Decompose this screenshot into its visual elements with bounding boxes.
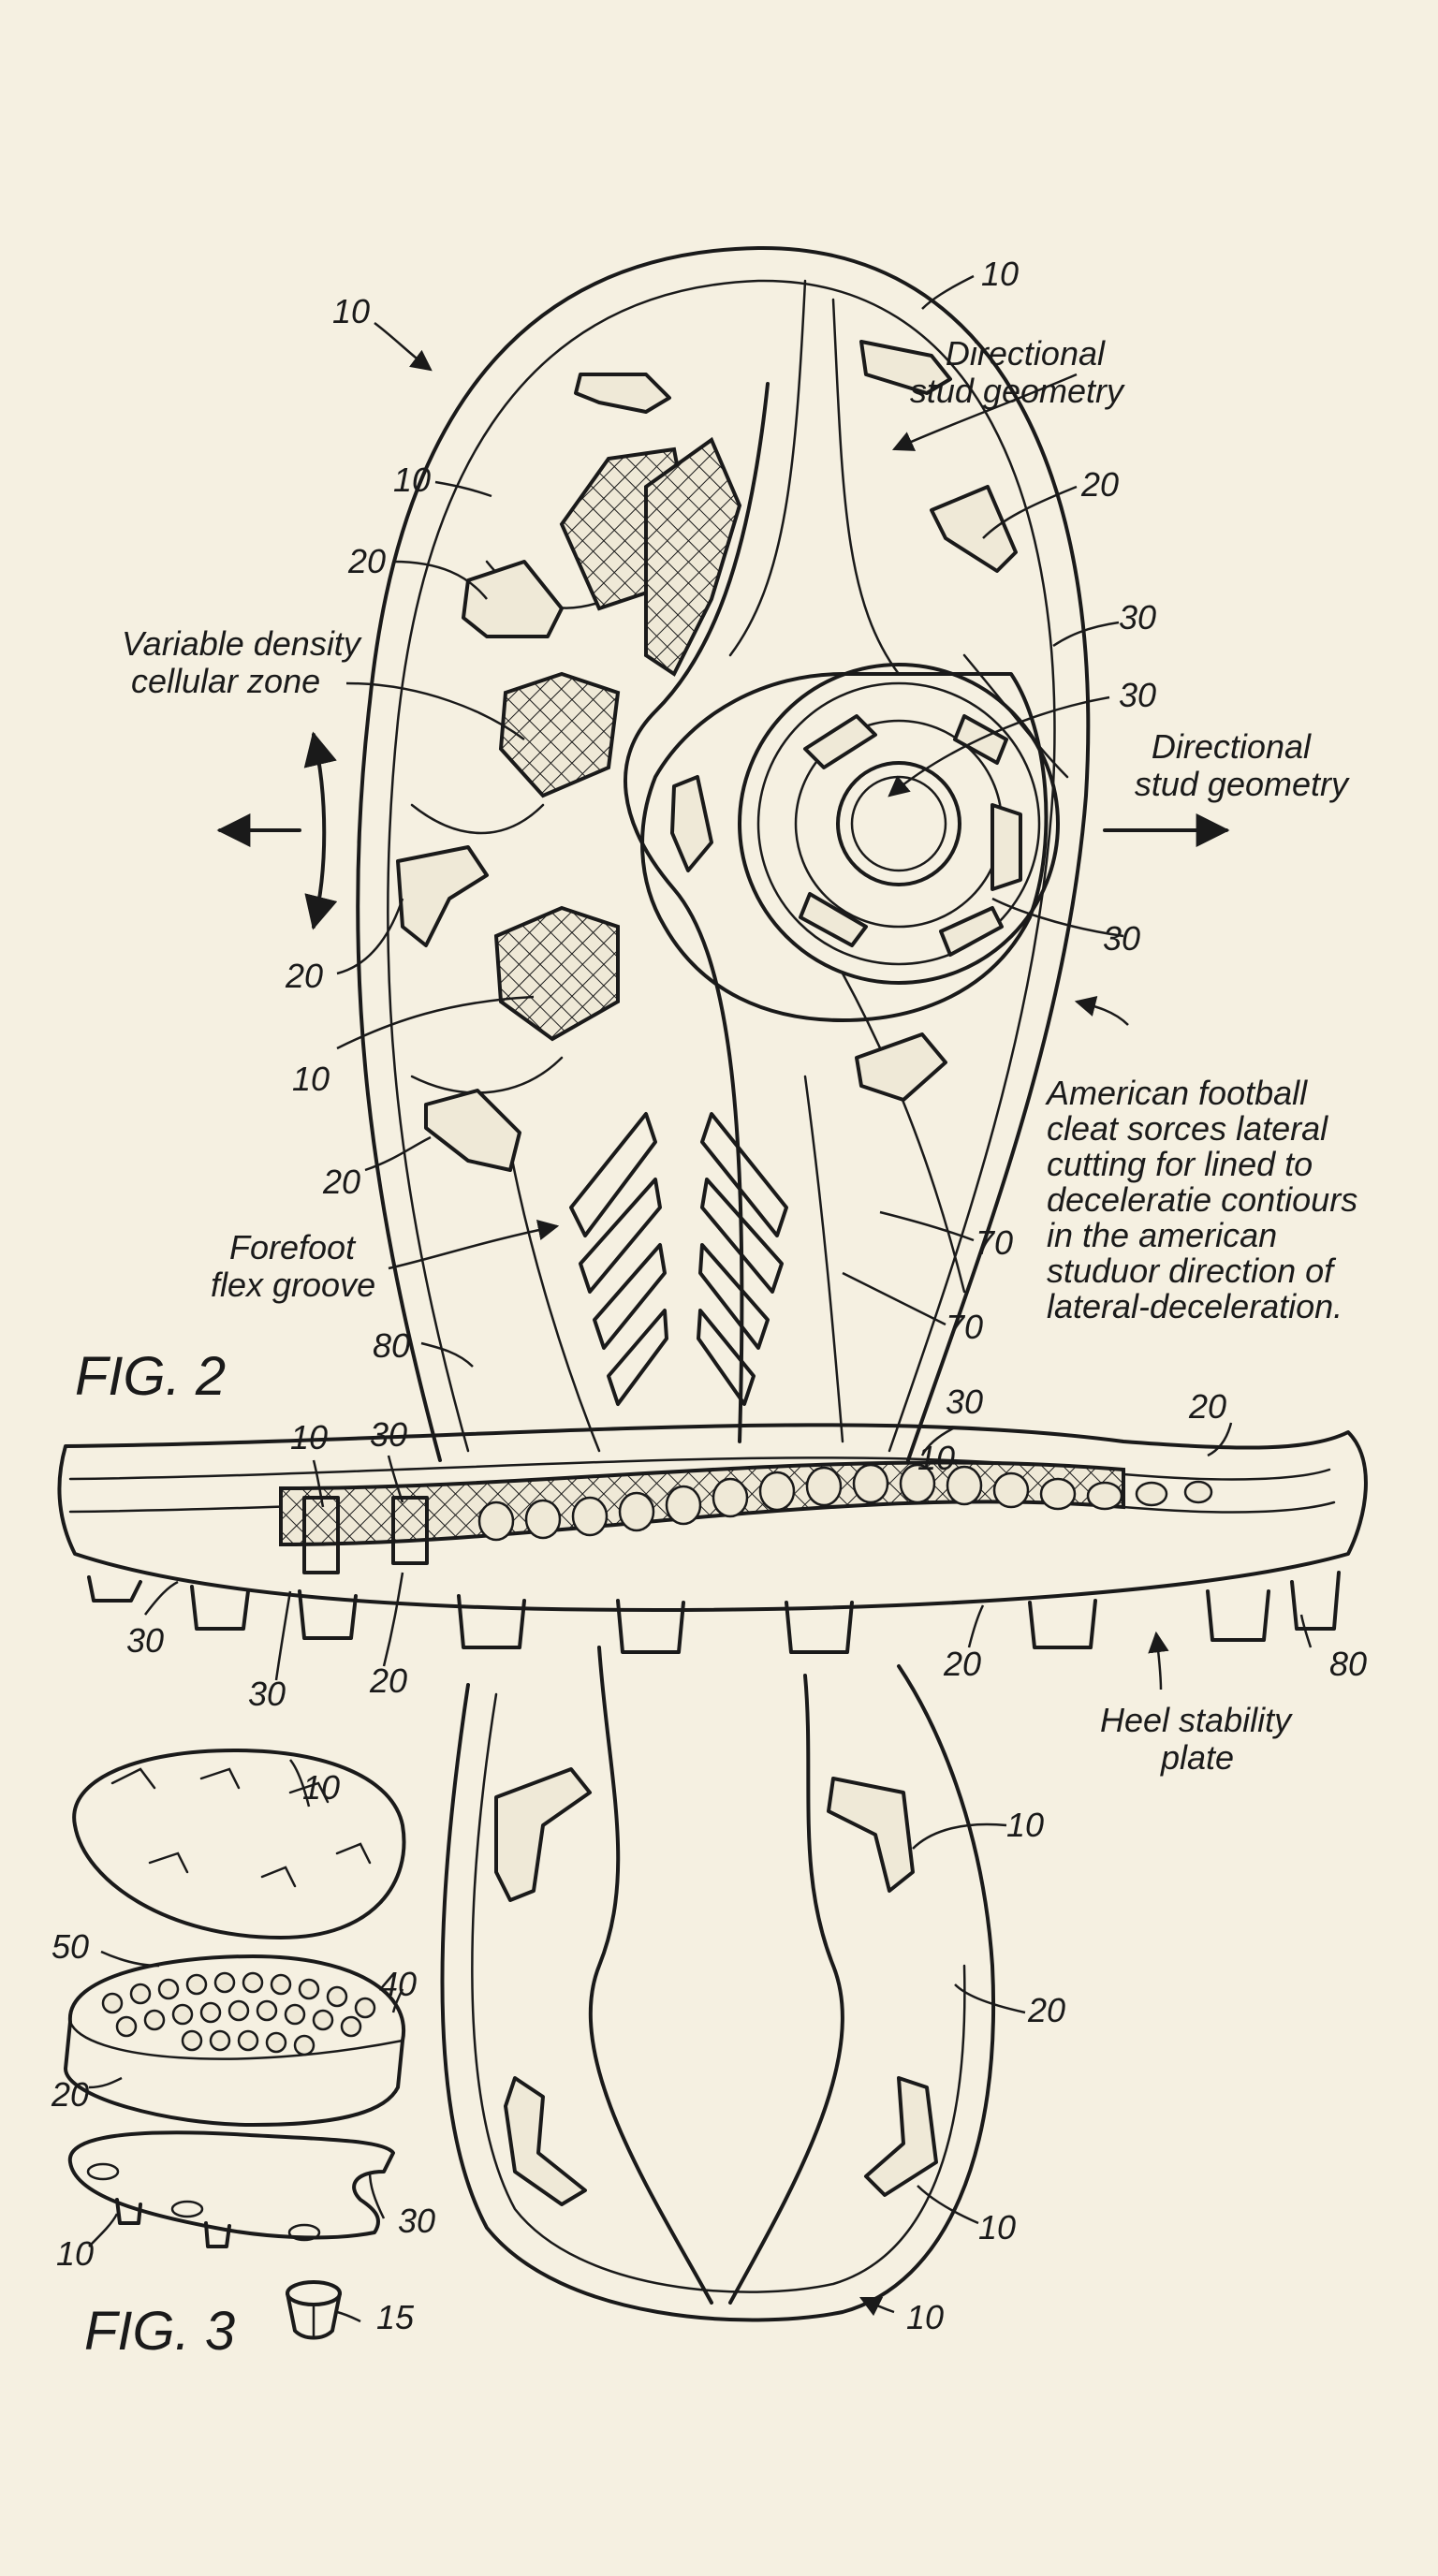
callout-variable-density-2: cellular zone bbox=[131, 662, 320, 700]
exploded-view bbox=[64, 1749, 406, 2340]
ref-numeral: 30 bbox=[370, 1415, 407, 1454]
ref-numeral: 80 bbox=[1329, 1645, 1367, 1683]
heel-stud bbox=[864, 2076, 938, 2197]
callout-heel-stability-1: Heel stability bbox=[1100, 1701, 1293, 1739]
ref-numeral: 10 bbox=[302, 1768, 340, 1807]
sole-outline bbox=[356, 245, 1091, 1462]
ref-numeral: 30 bbox=[1119, 676, 1156, 714]
stud bbox=[930, 485, 1018, 573]
cellular-midsole-layer bbox=[64, 1954, 406, 2127]
stud bbox=[462, 560, 564, 638]
ref-numeral: 10 bbox=[292, 1060, 330, 1098]
ref-numeral: 10 bbox=[978, 2208, 1016, 2247]
figure-label-fig2: FIG. 2 bbox=[75, 1346, 226, 1407]
labels: FIG. 2 FIG. 3 Directional stud geometry … bbox=[51, 255, 1367, 2362]
leader-lines bbox=[88, 274, 1313, 2323]
cellular-zone-pod bbox=[644, 436, 742, 677]
ref-numeral: 30 bbox=[1103, 919, 1140, 958]
figure-label-fig3: FIG. 3 bbox=[84, 2301, 235, 2362]
callout-directional-right-2: stud geometry bbox=[1135, 765, 1350, 803]
description-line-3: cutting for lined to bbox=[1047, 1145, 1313, 1183]
ref-numeral: 20 bbox=[1027, 1991, 1065, 2029]
description-line-2: cleat sorces lateral bbox=[1047, 1109, 1328, 1148]
heel-stud bbox=[494, 1767, 592, 1902]
stud bbox=[424, 1089, 521, 1172]
callout-directional-right-1: Directional bbox=[1152, 727, 1312, 766]
ref-numeral: 15 bbox=[376, 2298, 415, 2336]
heel-stud bbox=[827, 1777, 915, 1893]
callout-forefoot-1: Forefoot bbox=[229, 1228, 357, 1266]
stud bbox=[855, 1032, 947, 1102]
cellular-zone-pod bbox=[493, 905, 620, 1042]
callout-heel-stability-2: plate bbox=[1160, 1738, 1234, 1777]
ref-numeral: 10 bbox=[290, 1418, 328, 1456]
ref-numeral: 30 bbox=[126, 1621, 164, 1660]
description-line-4: deceleratie contiours bbox=[1047, 1180, 1357, 1219]
ref-numeral: 10 bbox=[393, 461, 431, 499]
ref-numeral: 20 bbox=[51, 2075, 89, 2114]
rotational-traction-disc bbox=[640, 663, 1060, 1022]
description-line-1: American football bbox=[1045, 1074, 1308, 1112]
ref-numeral: 70 bbox=[976, 1223, 1013, 1262]
forefoot-flex-grooves bbox=[569, 1112, 788, 1406]
callout-directional-top-1: Directional bbox=[946, 334, 1106, 373]
outsole-plate-layer bbox=[72, 1749, 406, 1939]
ref-numeral: 80 bbox=[373, 1326, 410, 1365]
stud bbox=[859, 340, 952, 395]
ref-numeral: 20 bbox=[1188, 1387, 1226, 1426]
ref-numeral: 20 bbox=[322, 1163, 360, 1201]
description-line-5: in the american bbox=[1047, 1216, 1277, 1254]
stud-fastener bbox=[286, 2280, 342, 2340]
sole-plan-view bbox=[216, 245, 1230, 1462]
heel-plan-view bbox=[440, 1646, 996, 2322]
callout-directional-top-2: stud geometry bbox=[910, 372, 1125, 410]
ref-numeral: 30 bbox=[1119, 598, 1156, 637]
ref-numeral: 20 bbox=[347, 542, 386, 580]
ref-numeral: 70 bbox=[946, 1308, 983, 1346]
side-profile-view bbox=[57, 1423, 1368, 1654]
heel-outline bbox=[440, 1664, 996, 2322]
ref-numeral: 20 bbox=[369, 1661, 407, 1700]
ref-numeral: 50 bbox=[51, 1927, 89, 1966]
ref-numeral: 10 bbox=[917, 1439, 955, 1477]
ref-numeral: 10 bbox=[906, 2298, 944, 2336]
stability-plate-layer bbox=[67, 2130, 395, 2248]
ref-numeral: 40 bbox=[379, 1965, 417, 2003]
description-line-6: studuor direction of bbox=[1047, 1251, 1337, 1290]
stud bbox=[396, 845, 489, 947]
ref-numeral: 30 bbox=[946, 1383, 983, 1421]
ref-numeral: 10 bbox=[981, 255, 1019, 293]
ref-numeral: 10 bbox=[1006, 1806, 1044, 1844]
honeycomb-midsole bbox=[477, 1463, 1213, 1542]
stud bbox=[574, 373, 671, 414]
rotation-arrow bbox=[303, 731, 338, 930]
ref-numeral: 30 bbox=[398, 2202, 435, 2240]
heel-stud bbox=[504, 2076, 587, 2206]
ref-numeral: 20 bbox=[285, 957, 323, 995]
ref-numeral: 10 bbox=[56, 2234, 94, 2273]
ref-numeral: 20 bbox=[943, 1645, 981, 1683]
callout-variable-density-1: Variable density bbox=[122, 624, 362, 663]
ref-numeral: 30 bbox=[248, 1675, 286, 1713]
callout-forefoot-2: flex groove bbox=[211, 1266, 375, 1304]
cellular-zone-pod bbox=[498, 671, 621, 798]
ref-numeral: 20 bbox=[1080, 465, 1119, 504]
description-line-7: lateral-deceleration. bbox=[1047, 1287, 1343, 1325]
ref-numeral: 10 bbox=[332, 292, 370, 330]
